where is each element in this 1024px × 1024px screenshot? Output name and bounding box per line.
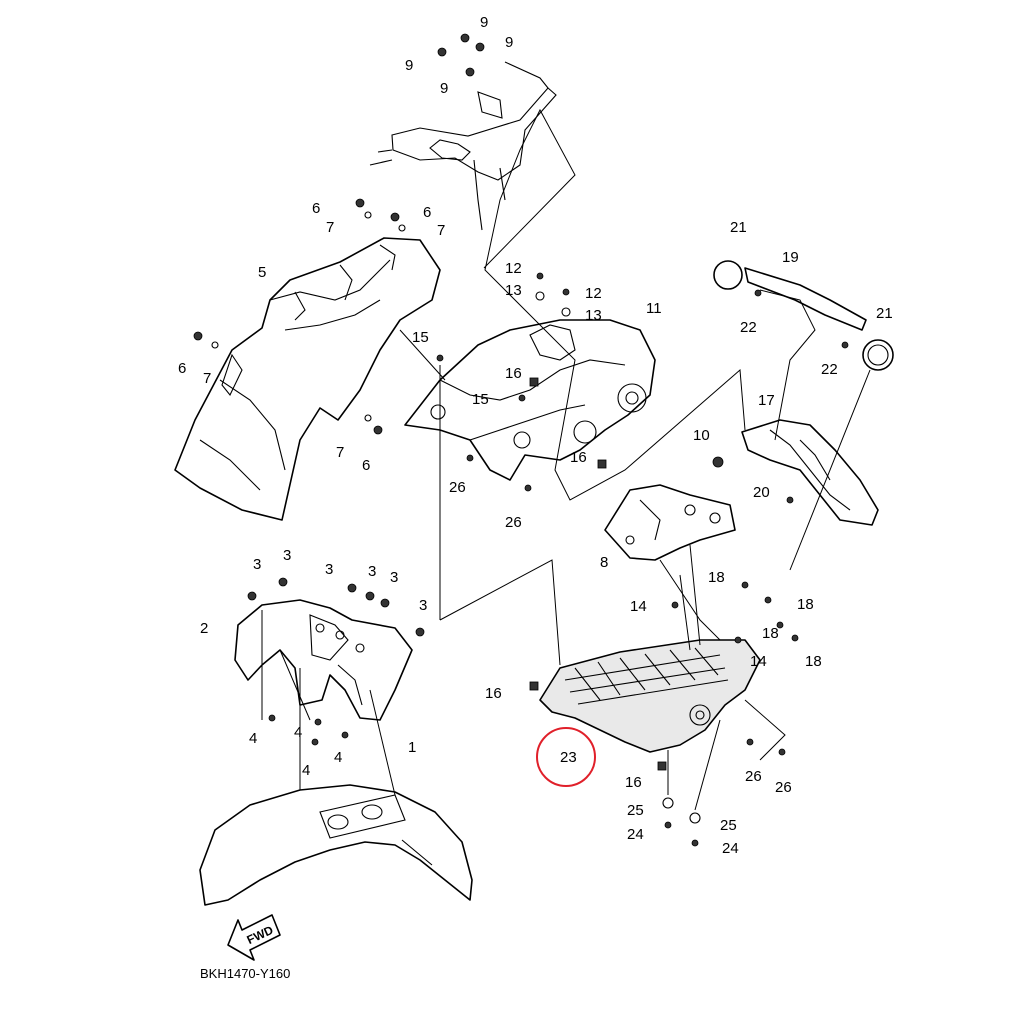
callout-16: 16 (485, 685, 502, 702)
callout-24: 24 (722, 840, 739, 857)
callout-1: 1 (408, 739, 416, 756)
callout-21: 21 (730, 219, 747, 236)
callout-26: 26 (505, 514, 522, 531)
highlight-item-23: 23 (536, 727, 596, 787)
callout-3: 3 (419, 597, 427, 614)
callout-10: 10 (693, 427, 710, 444)
callout-7: 7 (437, 222, 445, 239)
callout-6: 6 (312, 200, 320, 217)
callout-6: 6 (423, 204, 431, 221)
callout-9: 9 (480, 14, 488, 31)
rear-cover-part-11 (404, 319, 656, 481)
callout-26: 26 (775, 779, 792, 796)
callout-7: 7 (326, 219, 334, 236)
leader-lines (261, 108, 871, 811)
callout-6: 6 (362, 457, 370, 474)
callout-12: 12 (505, 260, 522, 277)
callout-11: 11 (646, 300, 662, 317)
callout-19: 19 (782, 249, 799, 266)
callout-13: 13 (585, 307, 602, 324)
callout-25: 25 (720, 817, 737, 834)
bracket-part-8 (604, 484, 736, 561)
fender-stay-part-2 (234, 599, 413, 721)
front-fender-part-1 (199, 784, 473, 906)
callout-15: 15 (472, 391, 489, 408)
fasteners (193, 33, 849, 847)
callout-7: 7 (336, 444, 344, 461)
callout-24: 24 (627, 826, 644, 843)
cover-part-17 (741, 419, 879, 526)
callout-15: 15 (412, 329, 429, 346)
callout-12: 12 (585, 285, 602, 302)
callout-4: 4 (249, 730, 257, 747)
plate-bracket-part-19 (713, 260, 894, 371)
callout-18: 18 (708, 569, 725, 586)
callout-26: 26 (745, 768, 762, 785)
callout-23-highlighted: 23 (560, 749, 577, 766)
callout-16: 16 (625, 774, 642, 791)
callout-20: 20 (753, 484, 770, 501)
inner-fender-part-5 (174, 237, 441, 521)
callout-17: 17 (758, 392, 775, 409)
diagram-code: BKH1470-Y160 (200, 966, 290, 981)
callout-25: 25 (627, 802, 644, 819)
callout-18: 18 (805, 653, 822, 670)
callout-9: 9 (405, 57, 413, 74)
undercover-part-23 (539, 639, 761, 753)
rear-frame-sketch (369, 61, 557, 231)
callout-21: 21 (876, 305, 893, 322)
callout-4: 4 (302, 762, 310, 779)
callout-22: 22 (740, 319, 757, 336)
callout-18: 18 (762, 625, 779, 642)
callout-16: 16 (570, 449, 587, 466)
callout-3: 3 (283, 547, 291, 564)
callout-26: 26 (449, 479, 466, 496)
callout-labels: 9 9 9 9 6 6 7 7 5 6 7 7 6 12 12 13 13 11… (178, 14, 893, 857)
callout-3: 3 (390, 569, 398, 586)
callout-3: 3 (325, 561, 333, 578)
callout-18: 18 (797, 596, 814, 613)
callout-9: 9 (440, 80, 448, 97)
callout-14: 14 (750, 653, 767, 670)
callout-4: 4 (294, 724, 302, 741)
callout-3: 3 (253, 556, 261, 573)
callout-9: 9 (505, 34, 513, 51)
callout-22: 22 (821, 361, 838, 378)
callout-8: 8 (600, 554, 608, 571)
fwd-arrow: FWD (227, 914, 281, 961)
callout-13: 13 (505, 282, 522, 299)
callout-7: 7 (203, 370, 211, 387)
callout-3: 3 (368, 563, 376, 580)
callout-6: 6 (178, 360, 186, 377)
callout-5: 5 (258, 264, 266, 281)
callout-4: 4 (334, 749, 342, 766)
callout-14: 14 (630, 598, 647, 615)
callout-2: 2 (200, 620, 208, 637)
callout-16: 16 (505, 365, 522, 382)
